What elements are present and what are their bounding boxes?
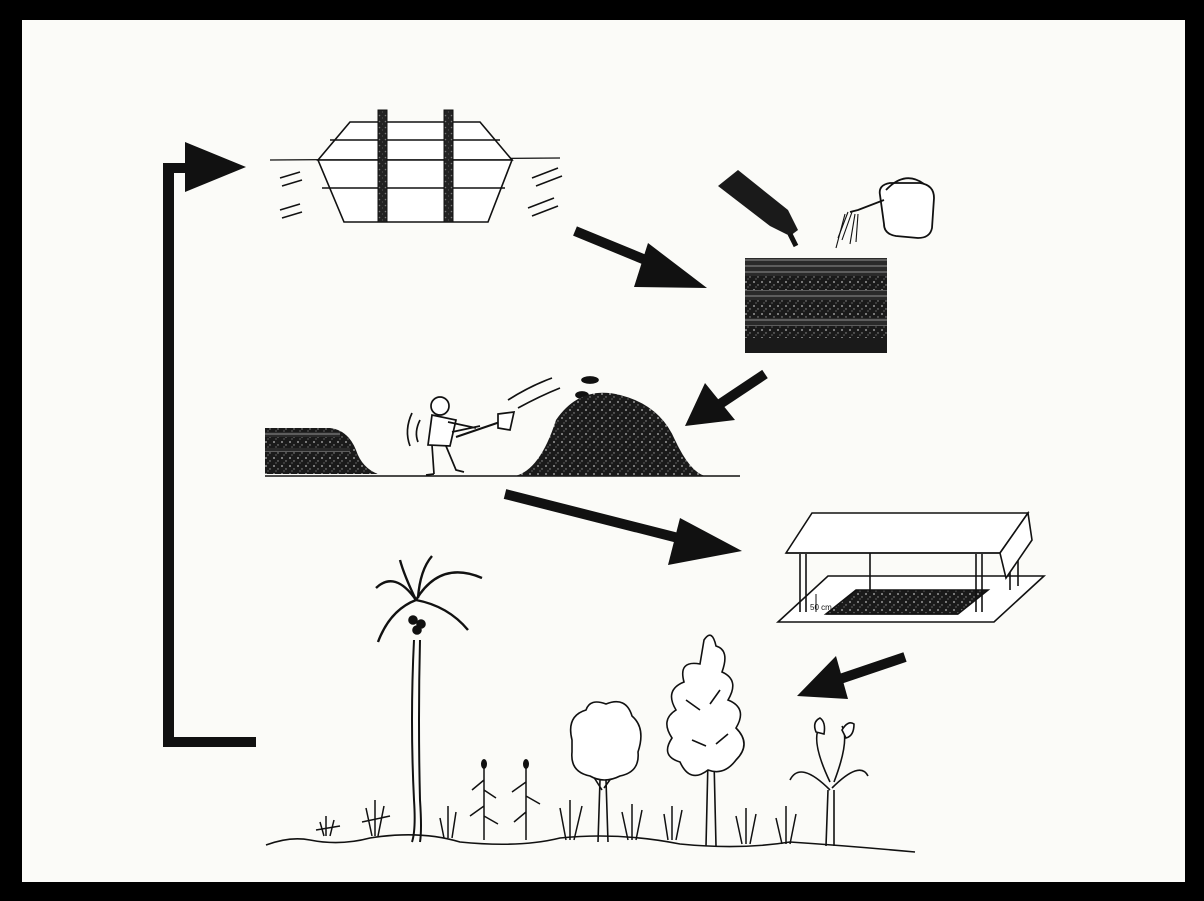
collection-pit-icon (269, 109, 563, 223)
fruit-tree-icon (569, 700, 642, 843)
arrow-shed-to-field (797, 652, 907, 699)
leafy-tree-icon (666, 634, 745, 847)
arrow-bucket-to-heap (685, 369, 768, 426)
bucket-layers-icon (745, 258, 887, 353)
return-loop-arrow (163, 142, 256, 747)
compost-heap-icon (515, 392, 705, 476)
arrow-heap-to-shed (503, 489, 742, 565)
layered-pile-icon (265, 428, 378, 474)
bottle-icon (718, 170, 799, 248)
arrow-pit-to-bucket (573, 226, 707, 288)
crop-plants-icon (315, 759, 797, 845)
palm-tree-icon (375, 555, 483, 843)
compost-shed-icon: 50 cm (775, 510, 1047, 623)
watering-can-icon (835, 177, 935, 249)
shed-height-label: 50 cm (810, 603, 832, 612)
banana-plant-icon (789, 717, 869, 847)
